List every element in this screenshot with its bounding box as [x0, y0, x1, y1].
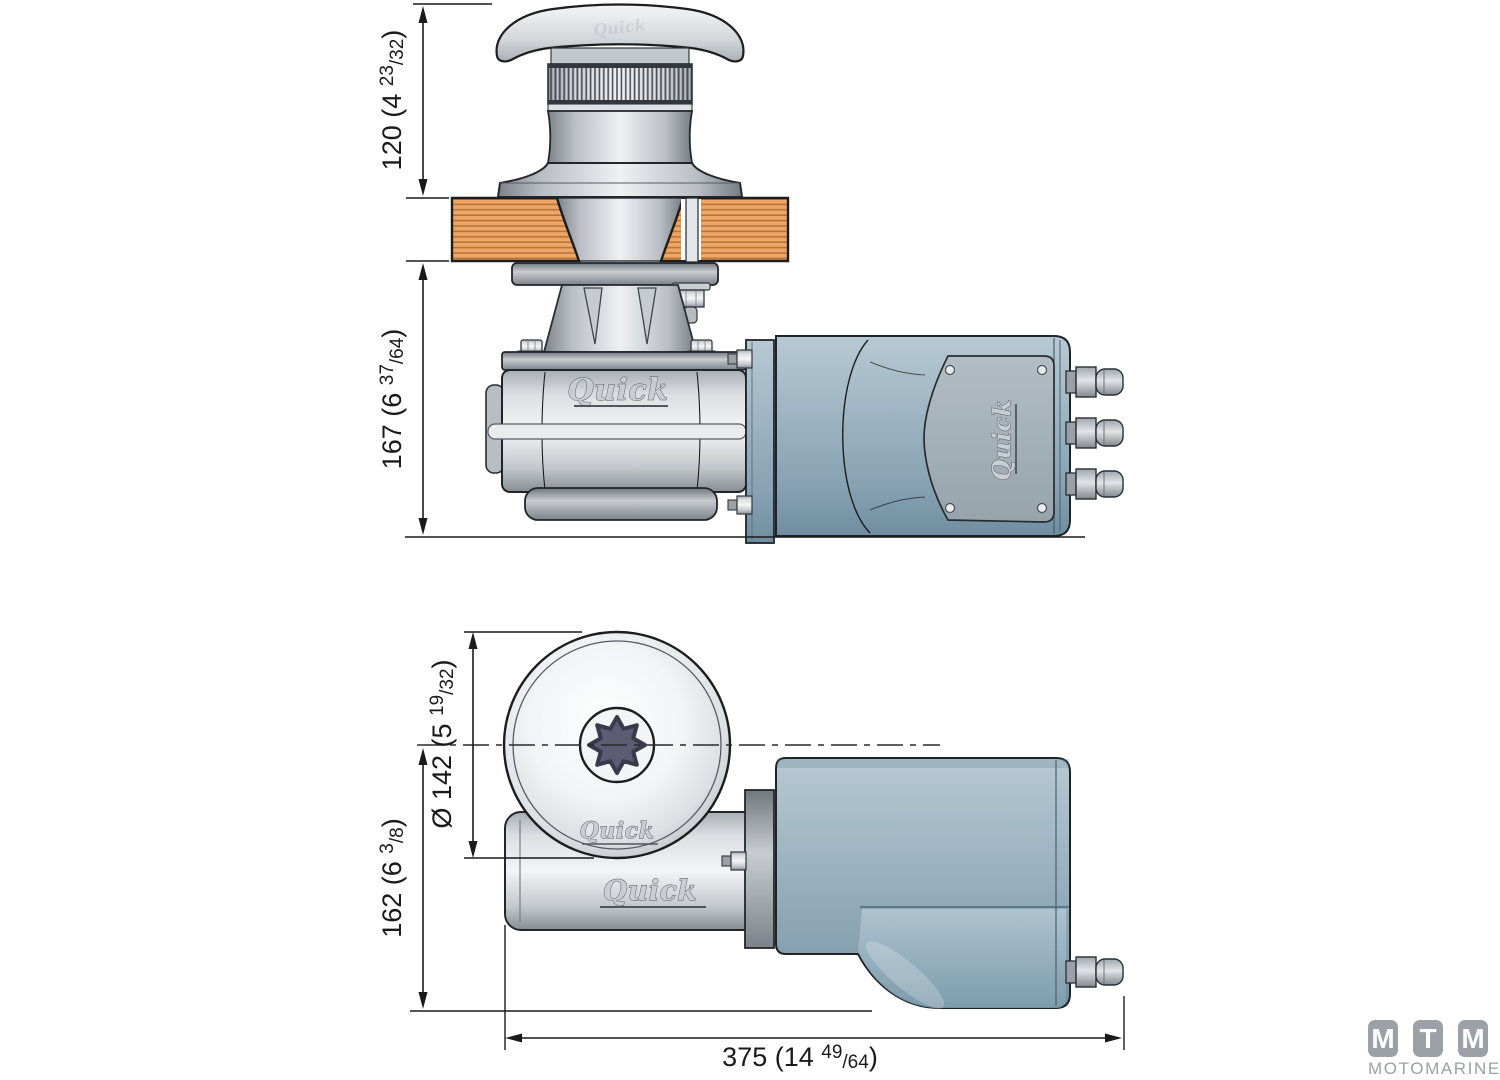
dimension-label: 375 (14 49/64)	[722, 1042, 878, 1073]
box-screw	[1036, 364, 1048, 376]
arrowhead	[468, 632, 478, 649]
drum-plan-logo: Quick	[580, 818, 655, 844]
pedestal-web	[637, 287, 657, 345]
side-elevation-view: Quick	[405, 3, 1124, 544]
box-screw	[944, 364, 956, 376]
cable-gland	[1065, 468, 1124, 500]
box-screw	[944, 502, 956, 514]
logo-tile	[1413, 1020, 1443, 1057]
control-box-logo: Quick	[987, 399, 1016, 480]
cable-gland	[1065, 956, 1124, 988]
grease-nipple	[721, 851, 747, 871]
motor-junction-flange	[727, 339, 775, 544]
control-box: Quick	[923, 355, 1055, 523]
dimension-height-above-deck: 120 (4 23/32)	[377, 6, 428, 196]
arrowhead	[418, 748, 428, 765]
grease-nipple	[727, 349, 753, 369]
logo-letter: M	[1371, 1023, 1394, 1054]
dimension-depth-below-deck: 167 (6 37/64)	[377, 263, 428, 535]
dimension-label: Ø 142 (5 19/32)	[427, 659, 458, 828]
arrowhead	[418, 179, 428, 196]
dimension-label: 120 (4 23/32)	[377, 30, 408, 171]
arrowhead	[418, 518, 428, 535]
grease-nipple	[727, 495, 753, 515]
gearbox-side: Quick	[485, 339, 747, 521]
dimension-label: 162 (6 3/8)	[377, 818, 408, 938]
arrowhead	[505, 1033, 522, 1043]
logo-tile	[1368, 1020, 1398, 1057]
drum-base-skirt	[496, 162, 744, 198]
arrowhead	[418, 263, 428, 280]
pedestal-web	[583, 287, 603, 345]
top-plan-view: Quick	[417, 630, 1124, 1009]
dimension-centerline-to-base: 162 (6 3/8)	[377, 748, 428, 1009]
dimension-drum-diameter: Ø 142 (5 19/32)	[427, 632, 478, 858]
motor-housing-side: Quick	[775, 335, 1124, 537]
drum-waist	[546, 110, 694, 164]
junction-flange-plan	[721, 789, 775, 949]
capstan-drum-side: Quick	[495, 3, 745, 198]
logo-tile	[1458, 1020, 1488, 1057]
logo-letter: T	[1419, 1023, 1436, 1054]
cable-gland	[1065, 417, 1124, 449]
drum-knurl-band	[547, 63, 693, 105]
deck-mounting-stud	[685, 197, 699, 263]
logo-name: MOTOMARINE	[1368, 1059, 1500, 1078]
footer-brand-logo: M T M MOTOMARINE	[1368, 1020, 1500, 1078]
gearbox-plan-logo: Quick	[603, 874, 697, 907]
cable-gland	[1065, 366, 1124, 398]
arrowhead	[418, 6, 428, 23]
under-deck-flange	[511, 262, 719, 286]
logo-letter: M	[1461, 1023, 1484, 1054]
arrowhead	[468, 841, 478, 858]
gearbox-bottom-cap	[524, 487, 718, 521]
arrowhead	[1105, 1033, 1122, 1043]
deck-section	[450, 196, 790, 263]
dimension-label: 167 (6 37/64)	[377, 329, 408, 470]
box-screw	[1036, 502, 1048, 514]
motor-housing-plan	[775, 757, 1124, 1009]
dimension-overall-length: 375 (14 49/64)	[505, 1033, 1122, 1073]
pedestal-neck	[542, 284, 698, 353]
dimension-annotations: 120 (4 23/32) 167 (6 37/64) Ø 142 (5 19/…	[377, 3, 1125, 1073]
gearbox-logo: Quick	[568, 373, 669, 408]
drum-top-cap	[495, 3, 745, 63]
arrowhead	[418, 992, 428, 1009]
gearbox-ridge	[487, 423, 747, 440]
